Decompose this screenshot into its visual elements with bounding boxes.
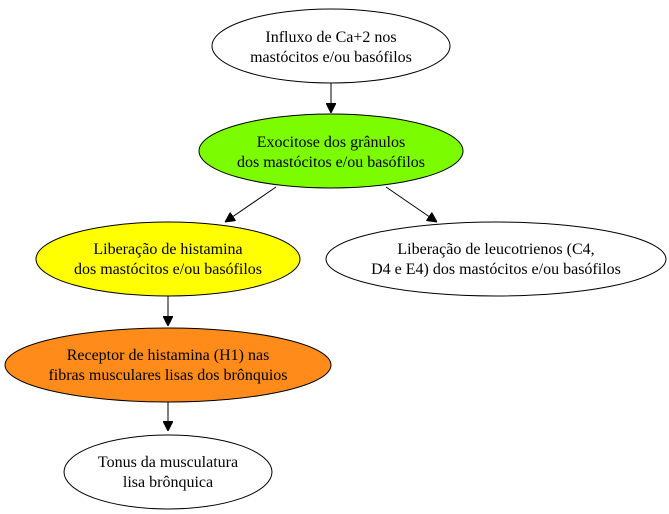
node-influx-line-1: Influxo de Ca+2 nos (265, 29, 396, 46)
node-influx-line-2: mastócitos e/ou basófilos (250, 49, 412, 66)
node-exocytosis-line-2: dos mastócitos e/ou basófilos (237, 154, 425, 171)
node-exocytosis-line-1: Exocitose dos grânulos (257, 134, 405, 151)
node-leukotriene-release-shape (325, 221, 667, 297)
node-histamine-release-shape (35, 221, 301, 297)
node-h1-receptor-shape (4, 327, 332, 403)
node-bronchial-tone-line-2: lisa brônquica (123, 474, 213, 491)
node-influx-shape (211, 8, 451, 84)
edges (168, 83, 437, 431)
node-histamine-release: Liberação de histamina dos mastócitos e/… (35, 221, 301, 297)
node-h1-receptor-line-1: Receptor de histamina (H1) nas (67, 347, 270, 364)
edge-exocytosis-to-leukotriene-release (385, 186, 437, 222)
node-exocytosis-shape (198, 113, 464, 189)
node-bronchial-tone-shape (63, 434, 273, 510)
node-bronchial-tone-line-1: Tonus da musculatura (98, 454, 238, 471)
node-leukotriene-release: Liberação de leucotrienos (C4, D4 e E4) … (325, 221, 667, 297)
node-exocytosis: Exocitose dos grânulos dos mastócitos e/… (198, 113, 464, 189)
node-influx: Influxo de Ca+2 nos mastócitos e/ou basó… (211, 8, 451, 84)
node-histamine-release-line-2: dos mastócitos e/ou basófilos (74, 261, 262, 278)
node-h1-receptor-line-2: fibras musculares lisas dos brônquios (48, 367, 287, 384)
edge-exocytosis-to-histamine-release (225, 186, 277, 222)
node-histamine-release-line-1: Liberação de histamina (93, 241, 242, 258)
node-h1-receptor: Receptor de histamina (H1) nas fibras mu… (4, 327, 332, 403)
node-leukotriene-release-line-1: Liberação de leucotrienos (C4, (397, 241, 594, 258)
node-bronchial-tone: Tonus da musculatura lisa brônquica (63, 434, 273, 510)
node-leukotriene-release-line-2: D4 e E4) dos mastócitos e/ou basófilos (371, 261, 621, 278)
